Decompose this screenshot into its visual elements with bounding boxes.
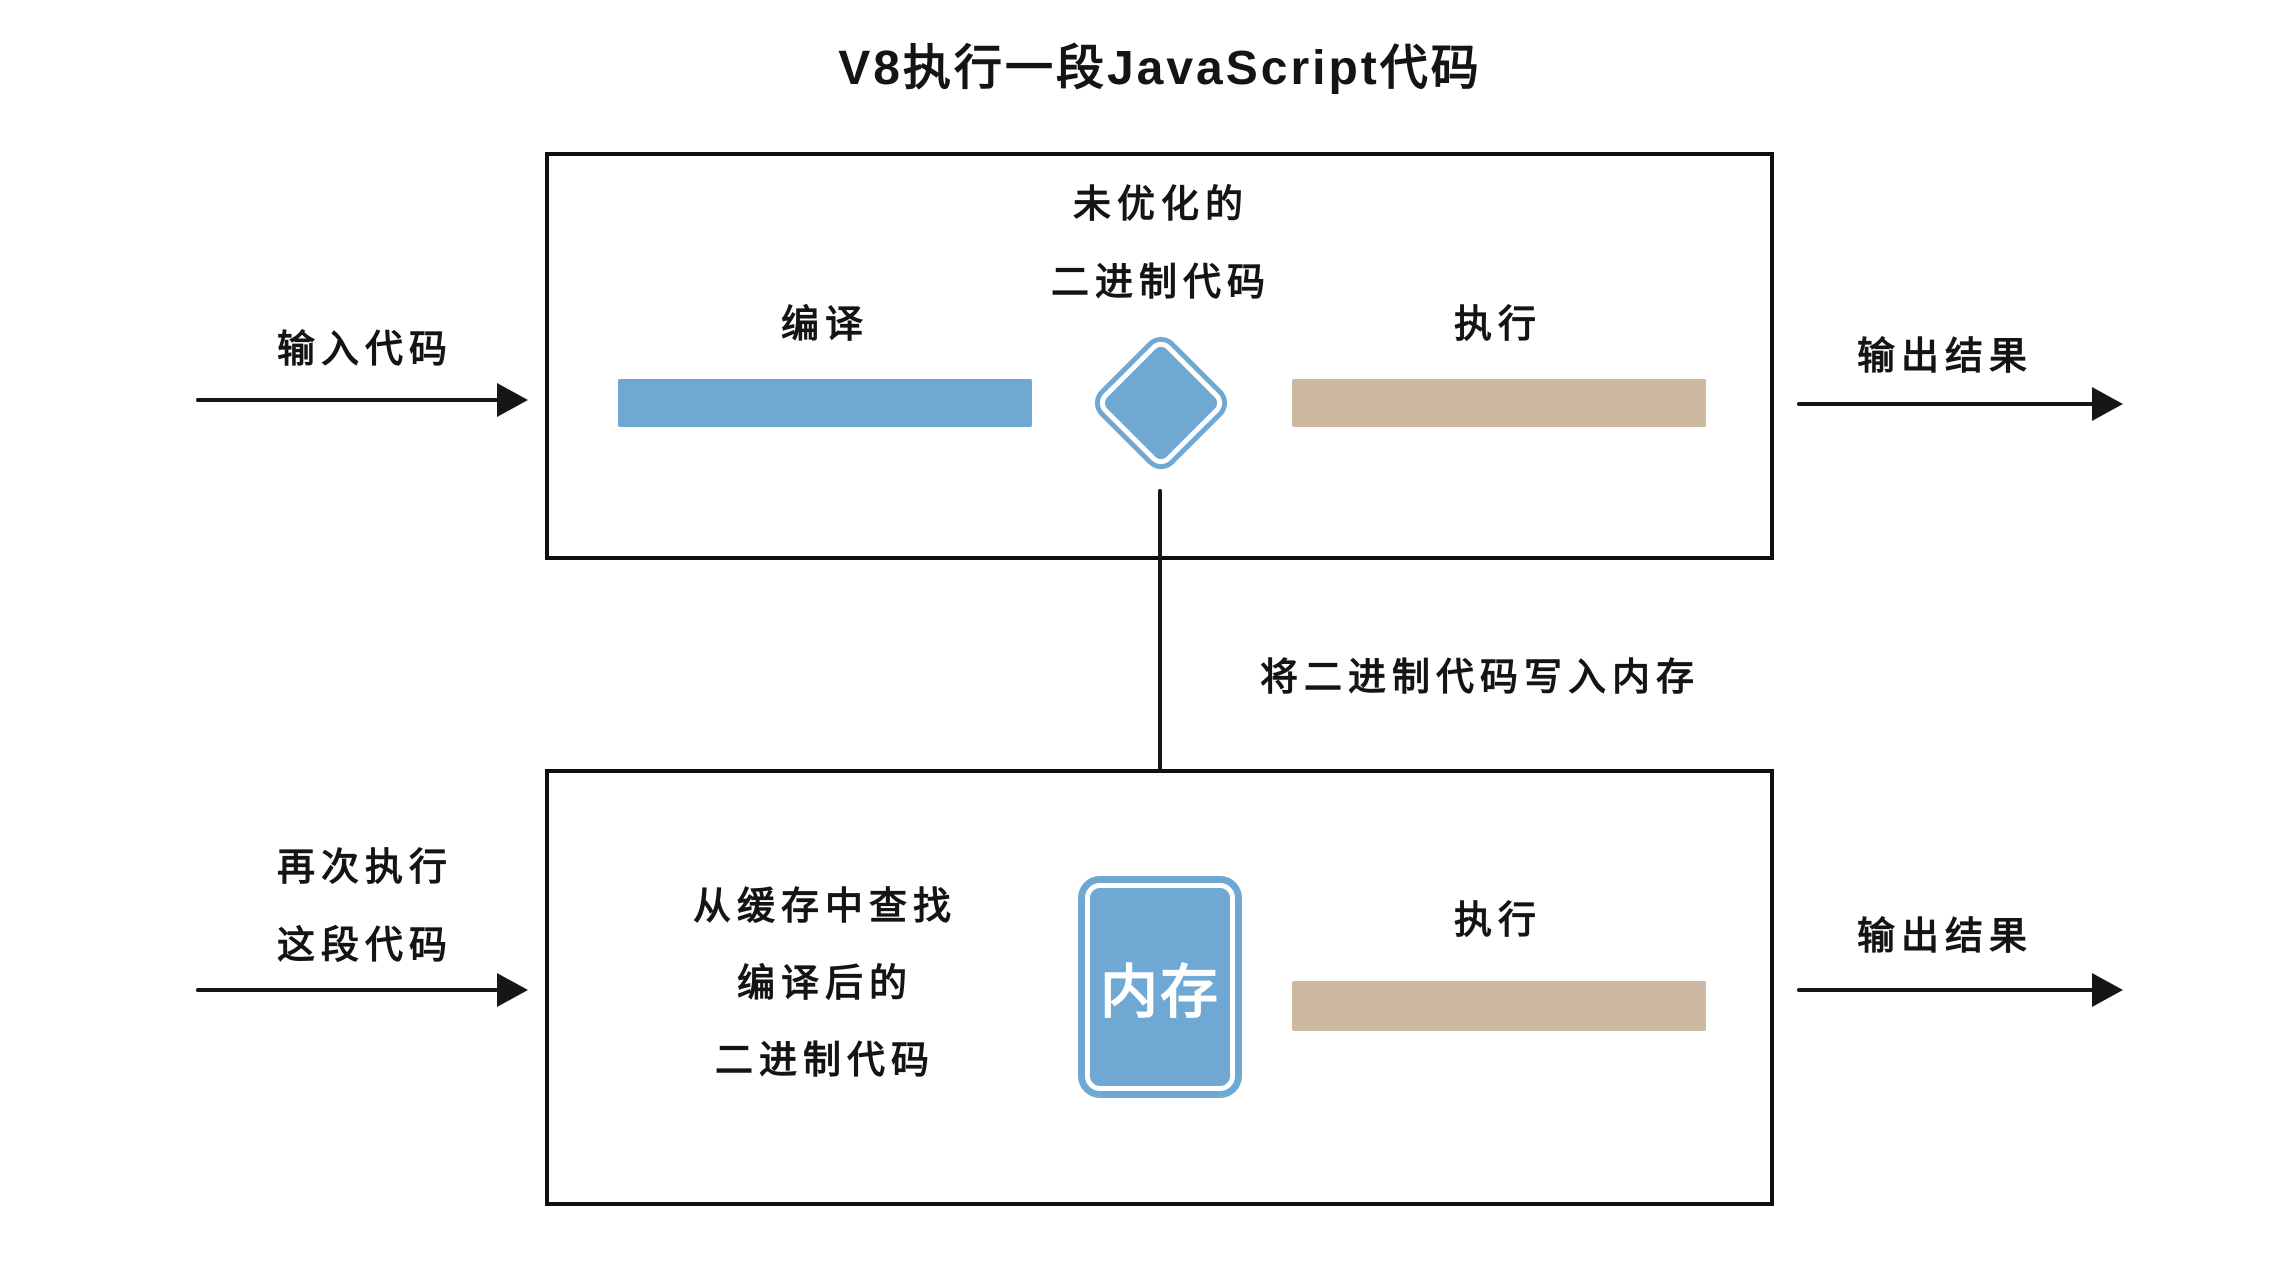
input-arrow-line	[196, 398, 498, 402]
output-arrow-label-top: 输出结果	[1856, 336, 2033, 378]
rerun-arrow-label: 再次执行 这段代码	[210, 845, 520, 971]
rerun-label-line2: 这段代码	[276, 925, 453, 967]
input-arrowhead-icon	[497, 383, 528, 417]
cache-lookup-line1: 从缓存中查找	[692, 886, 957, 928]
unoptimized-bytecode-label: 未优化的 二进制代码	[1005, 182, 1317, 308]
page-title: V8执行一段JavaScript代码	[838, 42, 1482, 95]
rerun-label-line1: 再次执行	[276, 847, 453, 889]
unoptimized-bytecode-line2: 二进制代码	[1050, 262, 1271, 304]
execute-label-bottom: 执行	[1453, 900, 1542, 942]
memory-label: 内存	[1099, 960, 1220, 1025]
output-arrow-line-top	[1797, 402, 2093, 406]
output-arrow-line-bottom	[1797, 988, 2093, 992]
write-memory-label: 将二进制代码写入内存	[1259, 657, 1700, 699]
memory-node: 内存	[1078, 876, 1242, 1098]
write-memory-arrow-line	[1158, 489, 1162, 847]
output-arrow-label-bottom: 输出结果	[1856, 916, 2033, 958]
execute-bar-top	[1292, 379, 1706, 427]
cache-lookup-line3: 二进制代码	[714, 1040, 935, 1082]
cache-lookup-label: 从缓存中查找 编译后的 二进制代码	[615, 884, 1035, 1086]
unoptimized-bytecode-line1: 未优化的	[1072, 184, 1249, 226]
compile-bar	[618, 379, 1032, 427]
execute-label-top: 执行	[1453, 304, 1542, 346]
input-arrow-label: 输入代码	[276, 329, 453, 371]
output-arrowhead-bottom-icon	[2092, 973, 2123, 1007]
rerun-arrowhead-icon	[497, 973, 528, 1007]
execute-bar-bottom	[1292, 981, 1706, 1031]
rerun-arrow-line	[196, 988, 498, 992]
cache-lookup-line2: 编译后的	[736, 963, 913, 1005]
compile-label: 编译	[780, 304, 869, 346]
output-arrowhead-top-icon	[2092, 387, 2123, 421]
